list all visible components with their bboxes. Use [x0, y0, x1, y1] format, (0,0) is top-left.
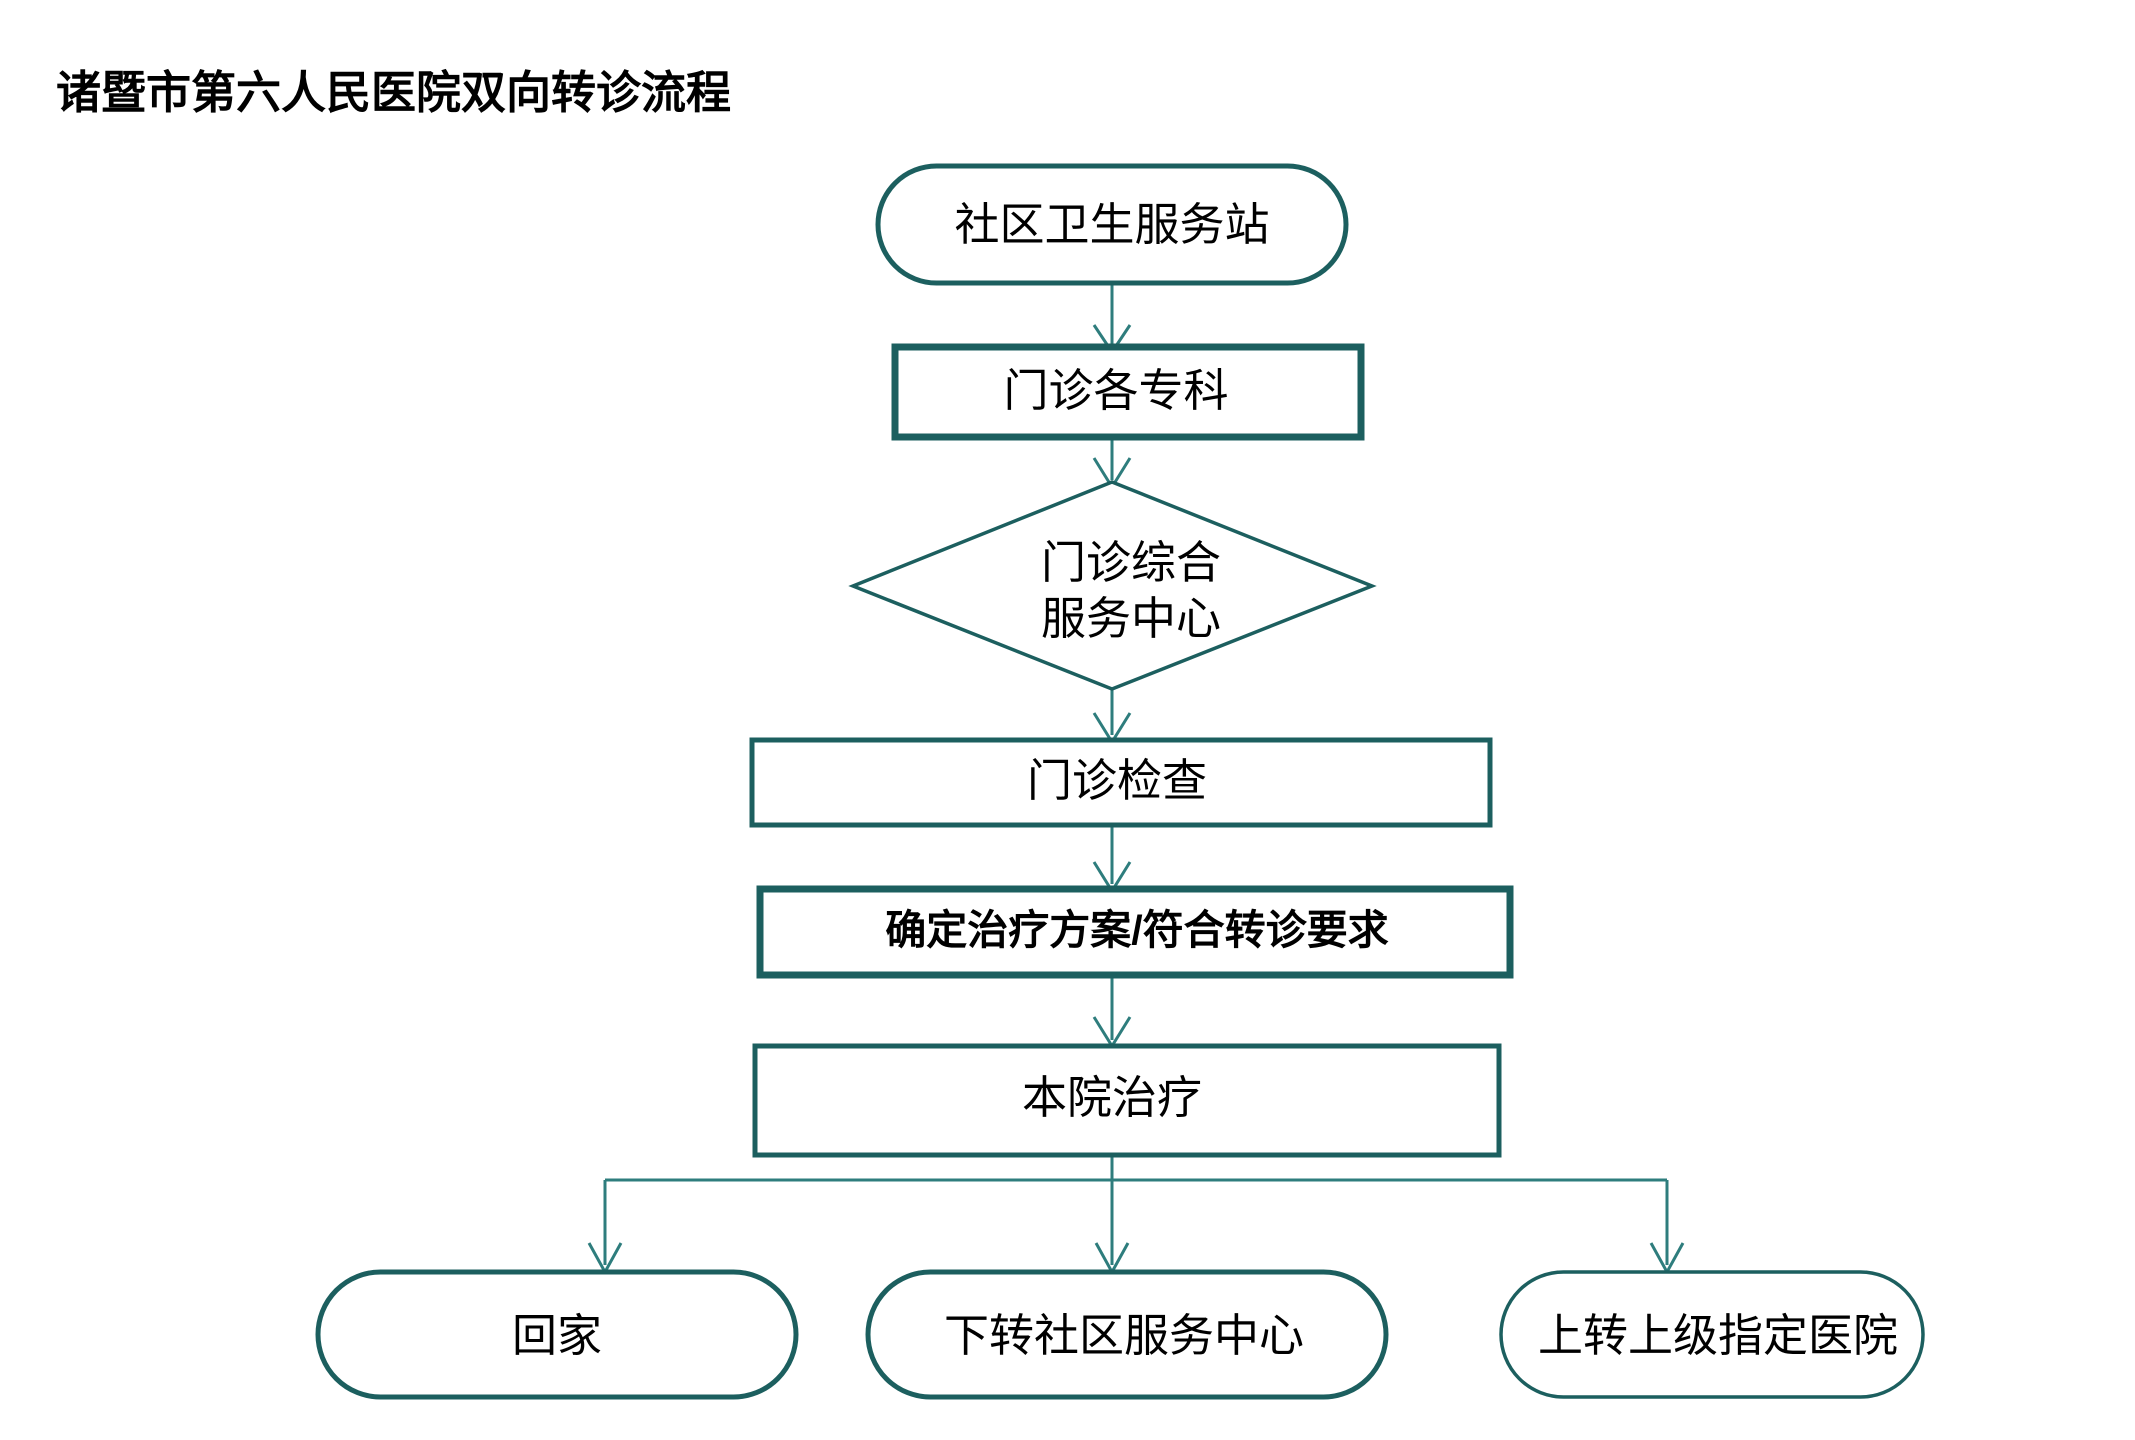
node-outpatient-departments[interactable]: 门诊各专科 [891, 343, 1365, 441]
node-service-center[interactable]: 门诊综合 服务中心 [848, 480, 1377, 691]
node-refer-down[interactable]: 下转社区服务中心 [865, 1269, 1389, 1400]
node-treatment-plan-label: 确定治疗方案/符合转诊要求 [885, 907, 1388, 953]
edge-community-to-departments [1092, 283, 1132, 355]
node-outpatient-exam[interactable]: 门诊检查 [749, 737, 1493, 828]
node-service-center-label-line2: 服务中心 [1041, 593, 1221, 644]
node-outpatient-exam-label: 门诊检查 [1027, 755, 1207, 806]
node-local-treatment[interactable]: 本院治疗 [752, 1043, 1502, 1158]
node-go-home[interactable]: 回家 [315, 1269, 799, 1400]
edge-plan-to-local-treatment [1092, 975, 1132, 1049]
node-local-treatment-label: 本院治疗 [1022, 1072, 1202, 1123]
edge-exam-to-plan [1092, 825, 1132, 894]
edge-to-refer-down [1094, 1180, 1130, 1276]
page-title: 诸暨市第六人民医院双向转诊流程 [56, 67, 732, 118]
node-treatment-plan[interactable]: 确定治疗方案/符合转诊要求 [756, 885, 1514, 979]
edge-to-go-home [587, 1180, 623, 1276]
node-community-station[interactable]: 社区卫生服务站 [875, 163, 1349, 286]
node-outpatient-departments-label: 门诊各专科 [1003, 365, 1228, 416]
node-refer-up[interactable]: 上转上级指定医院 [1499, 1270, 1925, 1399]
node-community-station-label: 社区卫生服务站 [954, 199, 1269, 250]
edge-branch-bus [605, 1155, 1667, 1182]
node-refer-down-label: 下转社区服务中心 [944, 1310, 1304, 1361]
edge-to-refer-up [1649, 1180, 1685, 1276]
node-go-home-label: 回家 [512, 1310, 602, 1361]
edge-departments-to-center [1092, 437, 1132, 490]
node-refer-up-label: 上转上级指定医院 [1538, 1310, 1898, 1361]
edge-center-to-exam [1092, 689, 1132, 745]
node-service-center-label-line1: 门诊综合 [1041, 537, 1221, 588]
